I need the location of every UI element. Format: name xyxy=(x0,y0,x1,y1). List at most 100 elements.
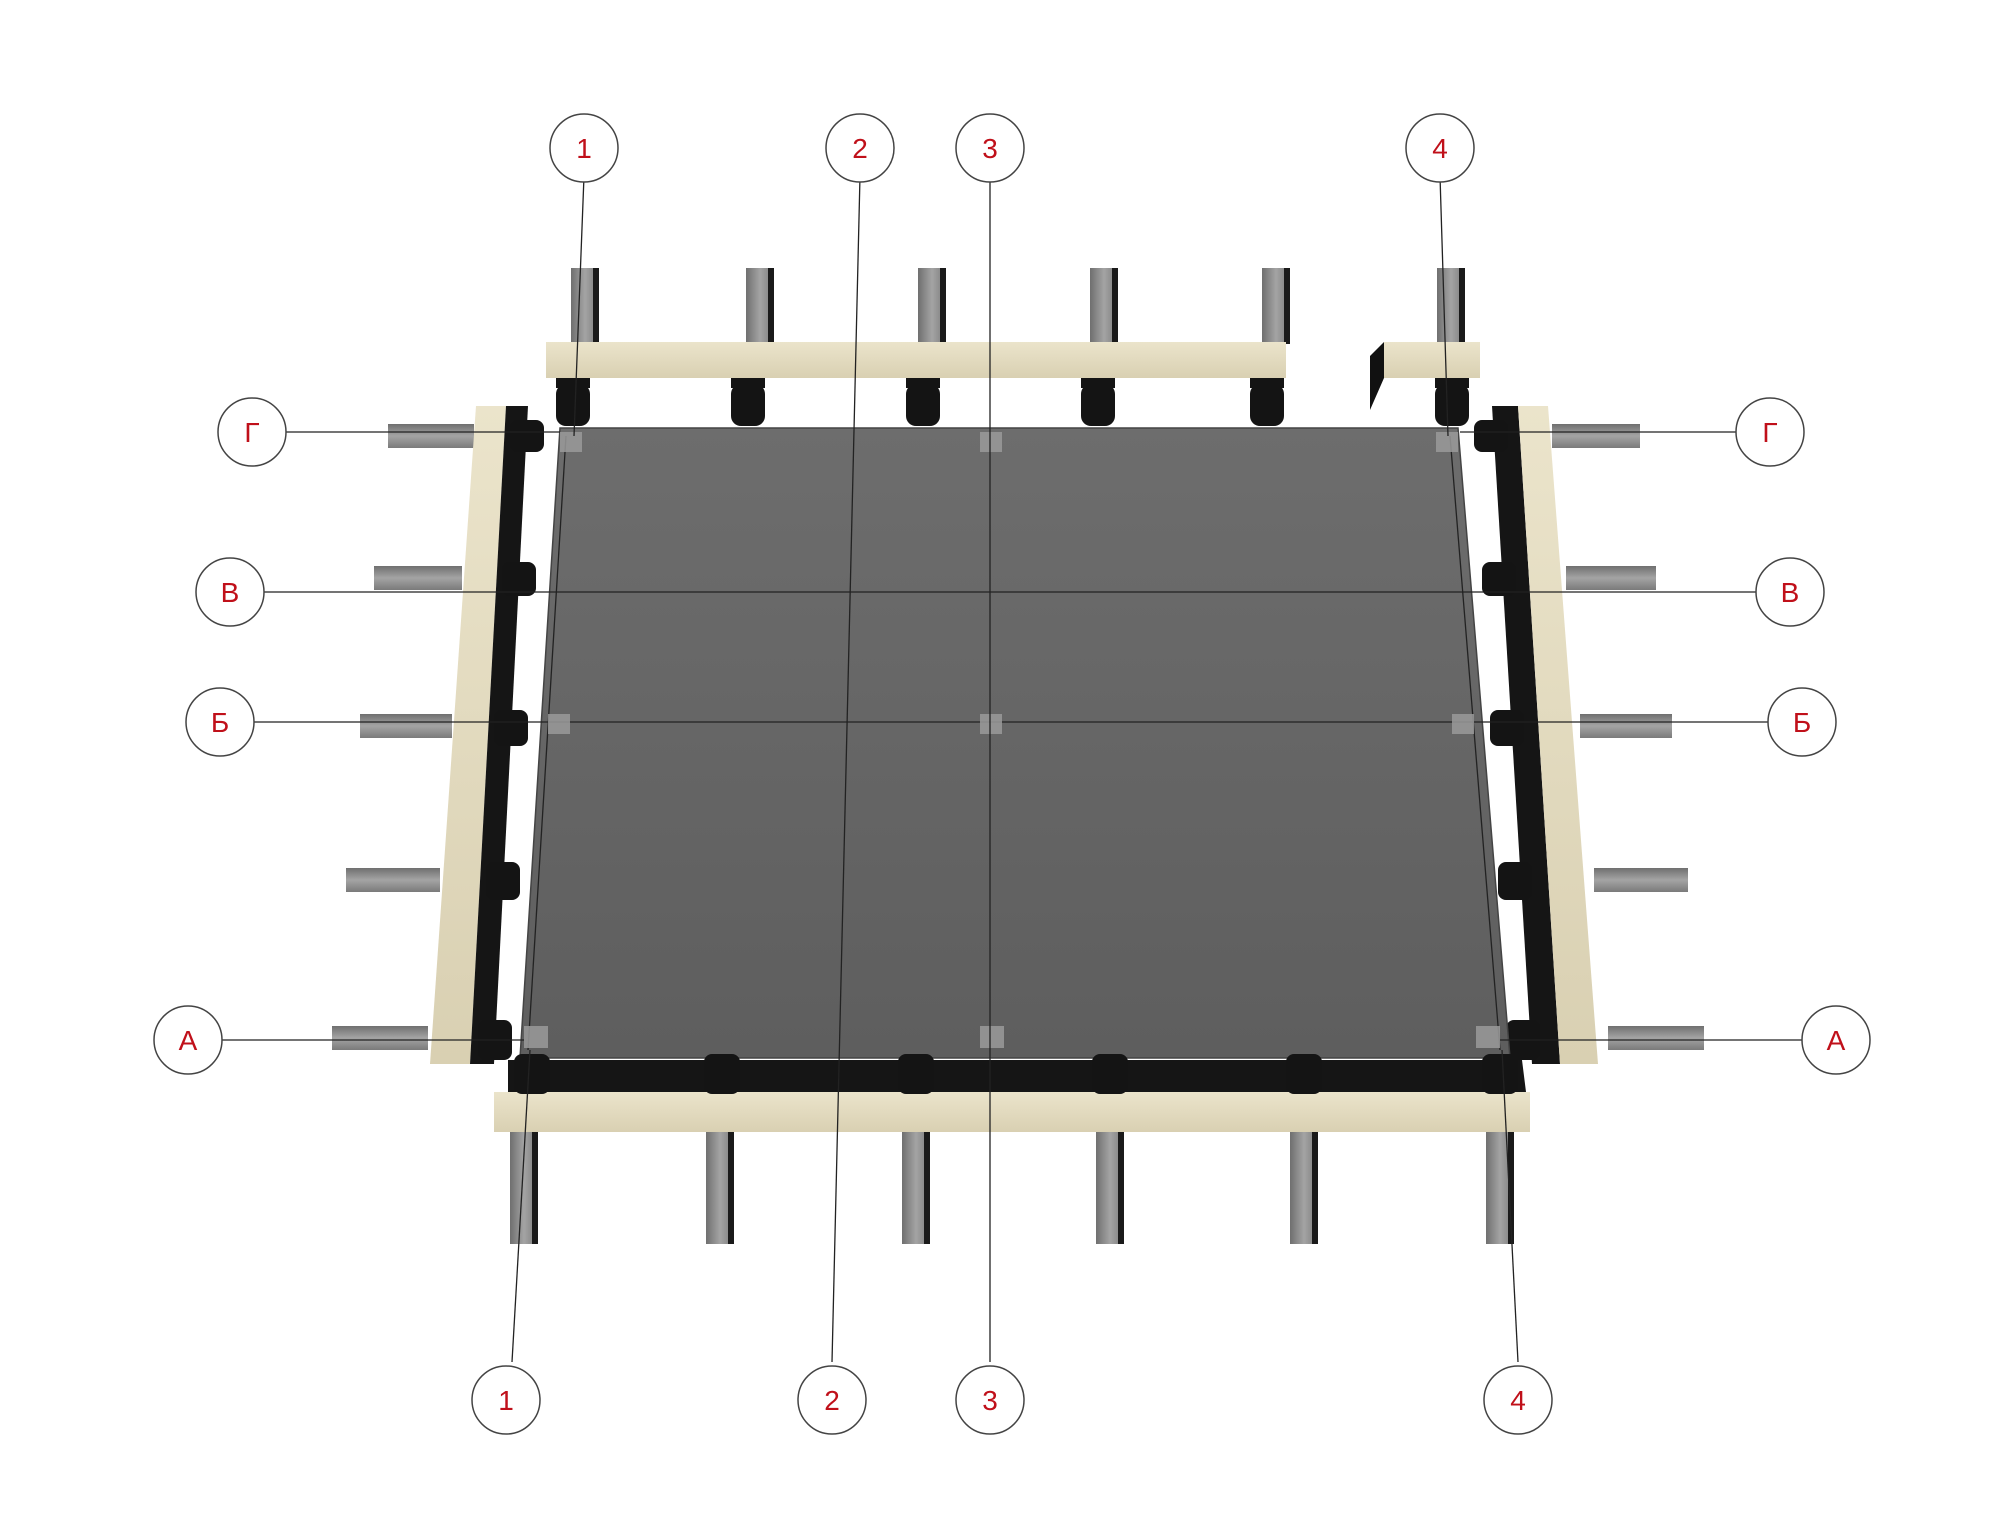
beam-face xyxy=(1518,406,1598,1064)
pile-shadow xyxy=(768,268,774,344)
axis-bubble-circle xyxy=(153,1005,223,1075)
axis-bubble-row-a: А xyxy=(1801,1005,1871,1075)
footing xyxy=(1081,384,1115,426)
column-plate xyxy=(980,432,1002,452)
axis-bubble-circle xyxy=(1801,1005,1871,1075)
pile xyxy=(388,424,474,448)
pile xyxy=(360,714,452,738)
beam-face xyxy=(1384,342,1480,378)
grid-line-inner xyxy=(527,435,567,1051)
footing xyxy=(906,384,940,426)
footing-under-beam xyxy=(1081,378,1115,388)
pile-shadow xyxy=(1459,268,1465,344)
beam-face xyxy=(494,1092,1530,1132)
column-plates xyxy=(524,432,1500,1048)
pile xyxy=(1594,868,1688,892)
axis-bubble-row-v: В xyxy=(195,557,265,627)
footing xyxy=(1092,1054,1128,1094)
pile-shadow xyxy=(1508,1132,1514,1244)
axis-label-row-b: Б xyxy=(1793,707,1811,738)
pile-shadow xyxy=(1118,1132,1124,1244)
beam-end xyxy=(1370,342,1384,410)
axis-bubble-circle xyxy=(1483,1365,1553,1435)
beam-shadow-strip xyxy=(508,1060,1526,1092)
pile-shadow xyxy=(532,1132,538,1244)
axis-label-col-4: 4 xyxy=(1432,133,1448,164)
axis-label-row-b: Б xyxy=(211,707,229,738)
pile-shadow xyxy=(1112,268,1118,344)
pile-shadow xyxy=(593,268,599,344)
column-plate xyxy=(980,1026,1004,1048)
axis-bubble-circle xyxy=(1405,113,1475,183)
footing xyxy=(1490,710,1524,746)
footing xyxy=(486,862,520,900)
beam-face xyxy=(546,342,1286,378)
column-plate xyxy=(1452,714,1474,734)
axis-lines xyxy=(222,175,1802,1363)
pile-shadow xyxy=(1312,1132,1318,1244)
axis-bubble-circle xyxy=(797,1365,867,1435)
column-plate xyxy=(980,714,1002,734)
column-plate xyxy=(1476,1026,1500,1048)
bottom-footings xyxy=(514,1054,1518,1094)
footing xyxy=(1286,1054,1322,1094)
footing xyxy=(731,384,765,426)
axis-bubble-col-1: 1 xyxy=(549,113,619,183)
pile xyxy=(1580,714,1672,738)
axis-bubble-row-g: Г xyxy=(1735,397,1805,467)
axis-line-col-1-bottom xyxy=(511,1049,531,1363)
axis-label-col-1: 1 xyxy=(498,1385,514,1416)
footing xyxy=(704,1054,740,1094)
axis-bubble-row-g: Г xyxy=(217,397,287,467)
axis-label-row-a: А xyxy=(1827,1025,1846,1056)
axis-label-row-v: В xyxy=(1781,577,1800,608)
bottom-piles xyxy=(510,1132,1514,1244)
axis-bubble-col-3: 3 xyxy=(955,113,1025,183)
axis-bubble-row-b: Б xyxy=(1767,687,1837,757)
axis-bubble-circle xyxy=(471,1365,541,1435)
axis-label-col-3: 3 xyxy=(982,1385,998,1416)
axis-bubble-col-4: 4 xyxy=(1405,113,1475,183)
pile xyxy=(1566,566,1656,590)
footing xyxy=(510,420,544,452)
footing-under-beam xyxy=(731,378,765,388)
top-grade-beam xyxy=(546,342,1480,410)
column-plate xyxy=(560,432,582,452)
footing xyxy=(898,1054,934,1094)
left-piles xyxy=(332,424,474,1050)
axis-bubble-circle xyxy=(1735,397,1805,467)
pile xyxy=(332,1026,428,1050)
pile-shadow xyxy=(728,1132,734,1244)
axis-bubble-circle xyxy=(217,397,287,467)
footing xyxy=(1498,862,1532,900)
axis-bubble-circle xyxy=(195,557,265,627)
axis-bubble-col-2: 2 xyxy=(825,113,895,183)
slab-grid-lines xyxy=(527,435,1501,1051)
axis-label-row-g: Г xyxy=(244,417,259,448)
column-plate xyxy=(1436,432,1458,452)
axis-label-row-g: Г xyxy=(1762,417,1777,448)
pile xyxy=(346,868,440,892)
axis-label-col-3: 3 xyxy=(982,133,998,164)
floor-slab xyxy=(519,427,1511,1059)
axis-bubble-col-2: 2 xyxy=(797,1365,867,1435)
column-plate xyxy=(524,1026,548,1048)
right-piles xyxy=(1552,424,1704,1050)
axis-label-col-1: 1 xyxy=(576,133,592,164)
axis-bubble-col-3: 3 xyxy=(955,1365,1025,1435)
footing xyxy=(494,710,528,746)
axis-bubble-row-v: В xyxy=(1755,557,1825,627)
axis-bubble-circle xyxy=(825,113,895,183)
axis-line-col-1 xyxy=(573,175,585,437)
axis-label-col-2: 2 xyxy=(852,133,868,164)
footing xyxy=(1482,562,1516,596)
axis-bubble-circle xyxy=(955,113,1025,183)
axis-label-col-2: 2 xyxy=(824,1385,840,1416)
axis-bubble-circle xyxy=(549,113,619,183)
axis-line-col-2 xyxy=(831,175,861,1363)
pile-shadow xyxy=(924,1132,930,1244)
axis-line-col-4 xyxy=(1439,175,1449,437)
axis-bubble-col-4: 4 xyxy=(1483,1365,1553,1435)
